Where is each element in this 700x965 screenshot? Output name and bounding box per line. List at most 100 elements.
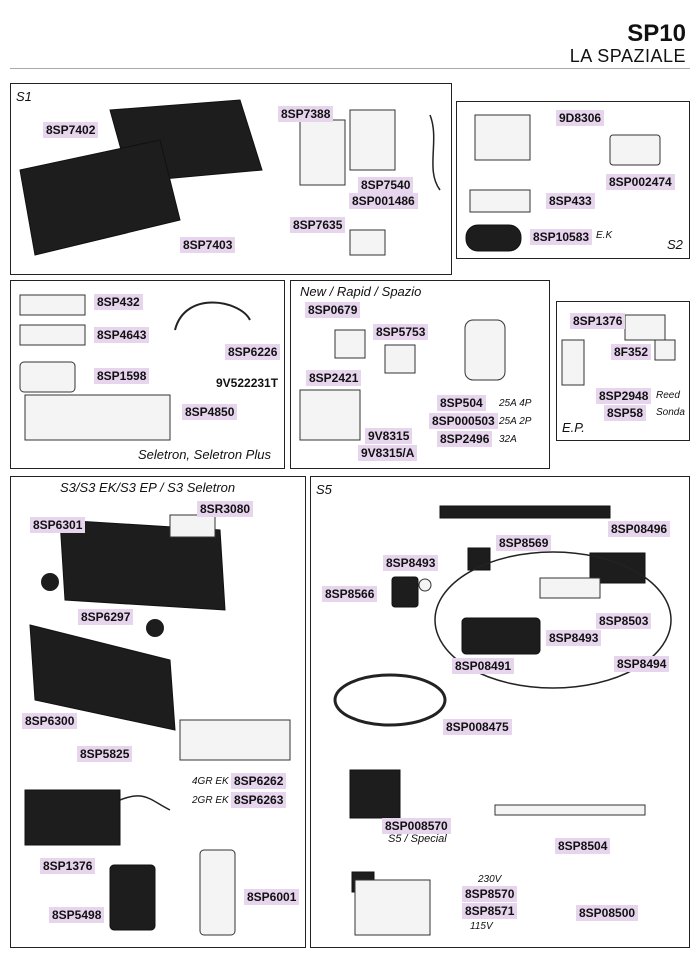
part-label-8sp7388: 8SP7388 [278,106,334,122]
part-label-9d8306: 9D8306 [556,110,605,126]
section-title-new-rapid: New / Rapid / Spazio [300,284,422,299]
s2-display-8sp433 [469,189,531,213]
s5-keypad-8sp08491 [461,617,541,655]
s3-connector-8sr3080 [169,514,216,538]
ep-reed-8sp2948 [561,339,585,386]
s5-board-8sp8503 [539,577,601,599]
seletron-display-8sp1598 [19,361,76,393]
part-label-8sp008475: 8SP008475 [443,719,512,735]
note-32a: 32A [499,434,517,445]
ep-switch-8f352 [654,339,676,361]
part-label-8sp4850: 8SP4850 [182,404,238,420]
part-label-8sr3080: 8SR3080 [197,501,254,517]
part-label-8sp2948: 8SP2948 [596,388,652,404]
note-25a-4p: 25A 4P [499,398,532,409]
s3-cable-8sp1376 [119,795,171,811]
s1-sensor-8sp7635 [349,229,386,256]
s1-cable-8sp7540 [429,114,441,191]
section-title-s2: S2 [667,237,683,252]
s2-module-9d8306 [474,114,531,161]
part-label-8sp4643: 8SP4643 [94,327,150,343]
part-label-8sp002474: 8SP002474 [606,174,675,190]
section-title-seletron: Seletron, Seletron Plus [138,447,271,462]
part-label-8sp8503: 8SP8503 [596,613,652,629]
newrapid-switch-8sp0679 [334,329,366,359]
part-label-8sp8570: 8SP8570 [462,886,518,902]
part-label-9v522231t: 9V522231T [216,376,279,390]
s3-upper-panel [59,519,226,611]
part-label-8sp08496: 8SP08496 [608,521,671,537]
part-label-8sp5825: 8SP5825 [77,746,133,762]
s2-display-8sp002474 [609,134,661,166]
part-label-8sp7540: 8SP7540 [358,177,414,193]
s3-plate-8sp6001 [199,849,236,936]
s3-box-8sp1376 [24,789,121,846]
header-rule [10,68,690,69]
s3-knob-8sp6297-b [146,619,164,637]
section-title-ep: E.P. [562,420,585,435]
part-label-8sp8493-b: 8SP8493 [546,630,602,646]
note-s5-special: S5 / Special [388,833,447,845]
s3-board-8sp6262 [179,719,291,761]
part-label-8sp10583: 8SP10583 [530,229,593,245]
part-label-8sp8571: 8SP8571 [462,903,518,919]
part-label-8sp2421: 8SP2421 [306,370,362,386]
part-label-8sp8566: 8SP8566 [322,586,378,602]
part-label-8sp433: 8SP433 [546,193,595,209]
s5-bar-8sp08496 [439,505,611,519]
note-2gr-ek: 2GR EK [192,795,229,806]
part-label-9v8315a: 9V8315/A [358,445,418,461]
part-label-8sp6262: 8SP6262 [231,773,287,789]
part-label-8sp1376-s3: 8SP1376 [40,858,96,874]
part-label-8sp5498: 8SP5498 [49,907,105,923]
part-label-8sp8504: 8SP8504 [555,838,611,854]
newrapid-selector-8sp504 [464,319,506,381]
part-label-8sp7403: 8SP7403 [180,237,236,253]
s5-block-8sp008570 [349,769,401,819]
note-230v: 230V [478,874,502,885]
note-25a-2p: 25A 2P [499,416,532,427]
part-label-8sp001486: 8SP001486 [349,193,418,209]
s5-strip-8sp8504 [494,804,646,816]
s3-keypad-8sp5498 [109,864,156,931]
seletron-cable-8sp6226 [174,301,251,331]
newrapid-module-9v8315 [299,389,361,441]
part-label-8sp1598: 8SP1598 [94,368,150,384]
s5-module-8sp8570 [354,879,431,936]
part-label-8sp8493-a: 8SP8493 [383,555,439,571]
part-label-8sp1376-ep: 8SP1376 [570,313,626,329]
part-label-8sp504: 8SP504 [437,395,486,411]
part-label-8sp0679: 8SP0679 [305,302,361,318]
s5-cap-8sp8566 [391,576,419,608]
part-label-8sp7402: 8SP7402 [43,122,99,138]
ep-box-8sp1376 [624,314,666,341]
s1-front-panel [19,139,181,256]
part-label-8f352: 8F352 [611,344,652,360]
part-label-8sp6297: 8SP6297 [78,609,134,625]
seletron-keys-8sp4643 [19,324,86,346]
note-ek: E.K [596,230,613,241]
note-4gr-ek: 4GR EK [192,776,229,787]
part-label-8sp2496: 8SP2496 [437,431,493,447]
part-label-8sp6226: 8SP6226 [225,344,281,360]
s5-cable-8sp008475 [333,673,447,727]
part-label-8sp08491: 8SP08491 [452,658,515,674]
note-sonda: Sonda [656,407,685,418]
part-label-8sp6301: 8SP6301 [30,517,86,533]
part-label-8sp8494: 8SP8494 [614,656,670,672]
part-label-8sp6300: 8SP6300 [22,713,78,729]
section-title-s3: S3/S3 EK/S3 EP / S3 Seletron [60,480,236,495]
newrapid-switch-8sp5753 [384,344,416,374]
note-reed: Reed [656,390,680,401]
seletron-board-8sp4850 [24,394,171,441]
part-label-8sp000503: 8SP000503 [429,413,498,429]
part-label-8sp7635: 8SP7635 [290,217,346,233]
part-label-8sp58: 8SP58 [604,405,647,421]
s5-knob-8sp8493 [418,578,432,592]
s5-group-oval [434,551,672,689]
note-115v: 115V [470,921,493,932]
s1-board-8sp7540 [349,109,396,171]
part-label-8sp6001: 8SP6001 [244,889,300,905]
section-title-s1: S1 [16,89,32,104]
